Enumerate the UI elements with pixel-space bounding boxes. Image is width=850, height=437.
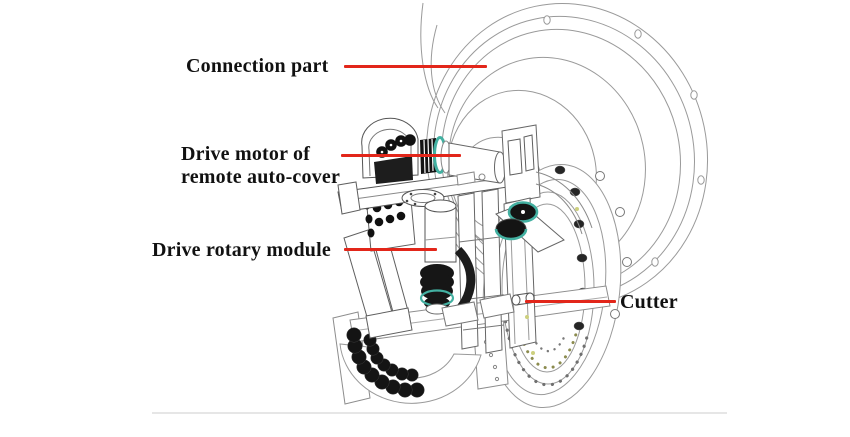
label-drive-motor-line2: remote auto-cover bbox=[181, 166, 341, 188]
label-drive-motor: Drive motor of remote auto-cover bbox=[181, 143, 340, 189]
cutter-pin bbox=[511, 292, 535, 306]
ring-edge-studs bbox=[595, 171, 632, 319]
flange-bolt-holes bbox=[543, 15, 705, 267]
highlight-specks-lower bbox=[525, 315, 535, 355]
label-drive-motor-line1: Drive motor of bbox=[181, 143, 311, 165]
drive-motor-drawing bbox=[361, 117, 506, 186]
central-machinery-drawing bbox=[337, 117, 593, 355]
label-connection-part: Connection part bbox=[186, 55, 329, 77]
gear-teeth-outer-row bbox=[346, 327, 425, 398]
leader-connection-part bbox=[344, 65, 487, 68]
gear-teeth-inner-row bbox=[363, 333, 419, 382]
label-cutter: Cutter bbox=[620, 291, 678, 313]
bearing-bolt-dots-outer bbox=[501, 294, 590, 387]
leader-drive-rotary-module bbox=[344, 248, 437, 251]
leader-drive-motor bbox=[341, 154, 461, 157]
leader-cutter bbox=[525, 300, 616, 303]
label-drive-rotary-module: Drive rotary module bbox=[152, 239, 331, 261]
bottom-rule bbox=[152, 412, 727, 414]
